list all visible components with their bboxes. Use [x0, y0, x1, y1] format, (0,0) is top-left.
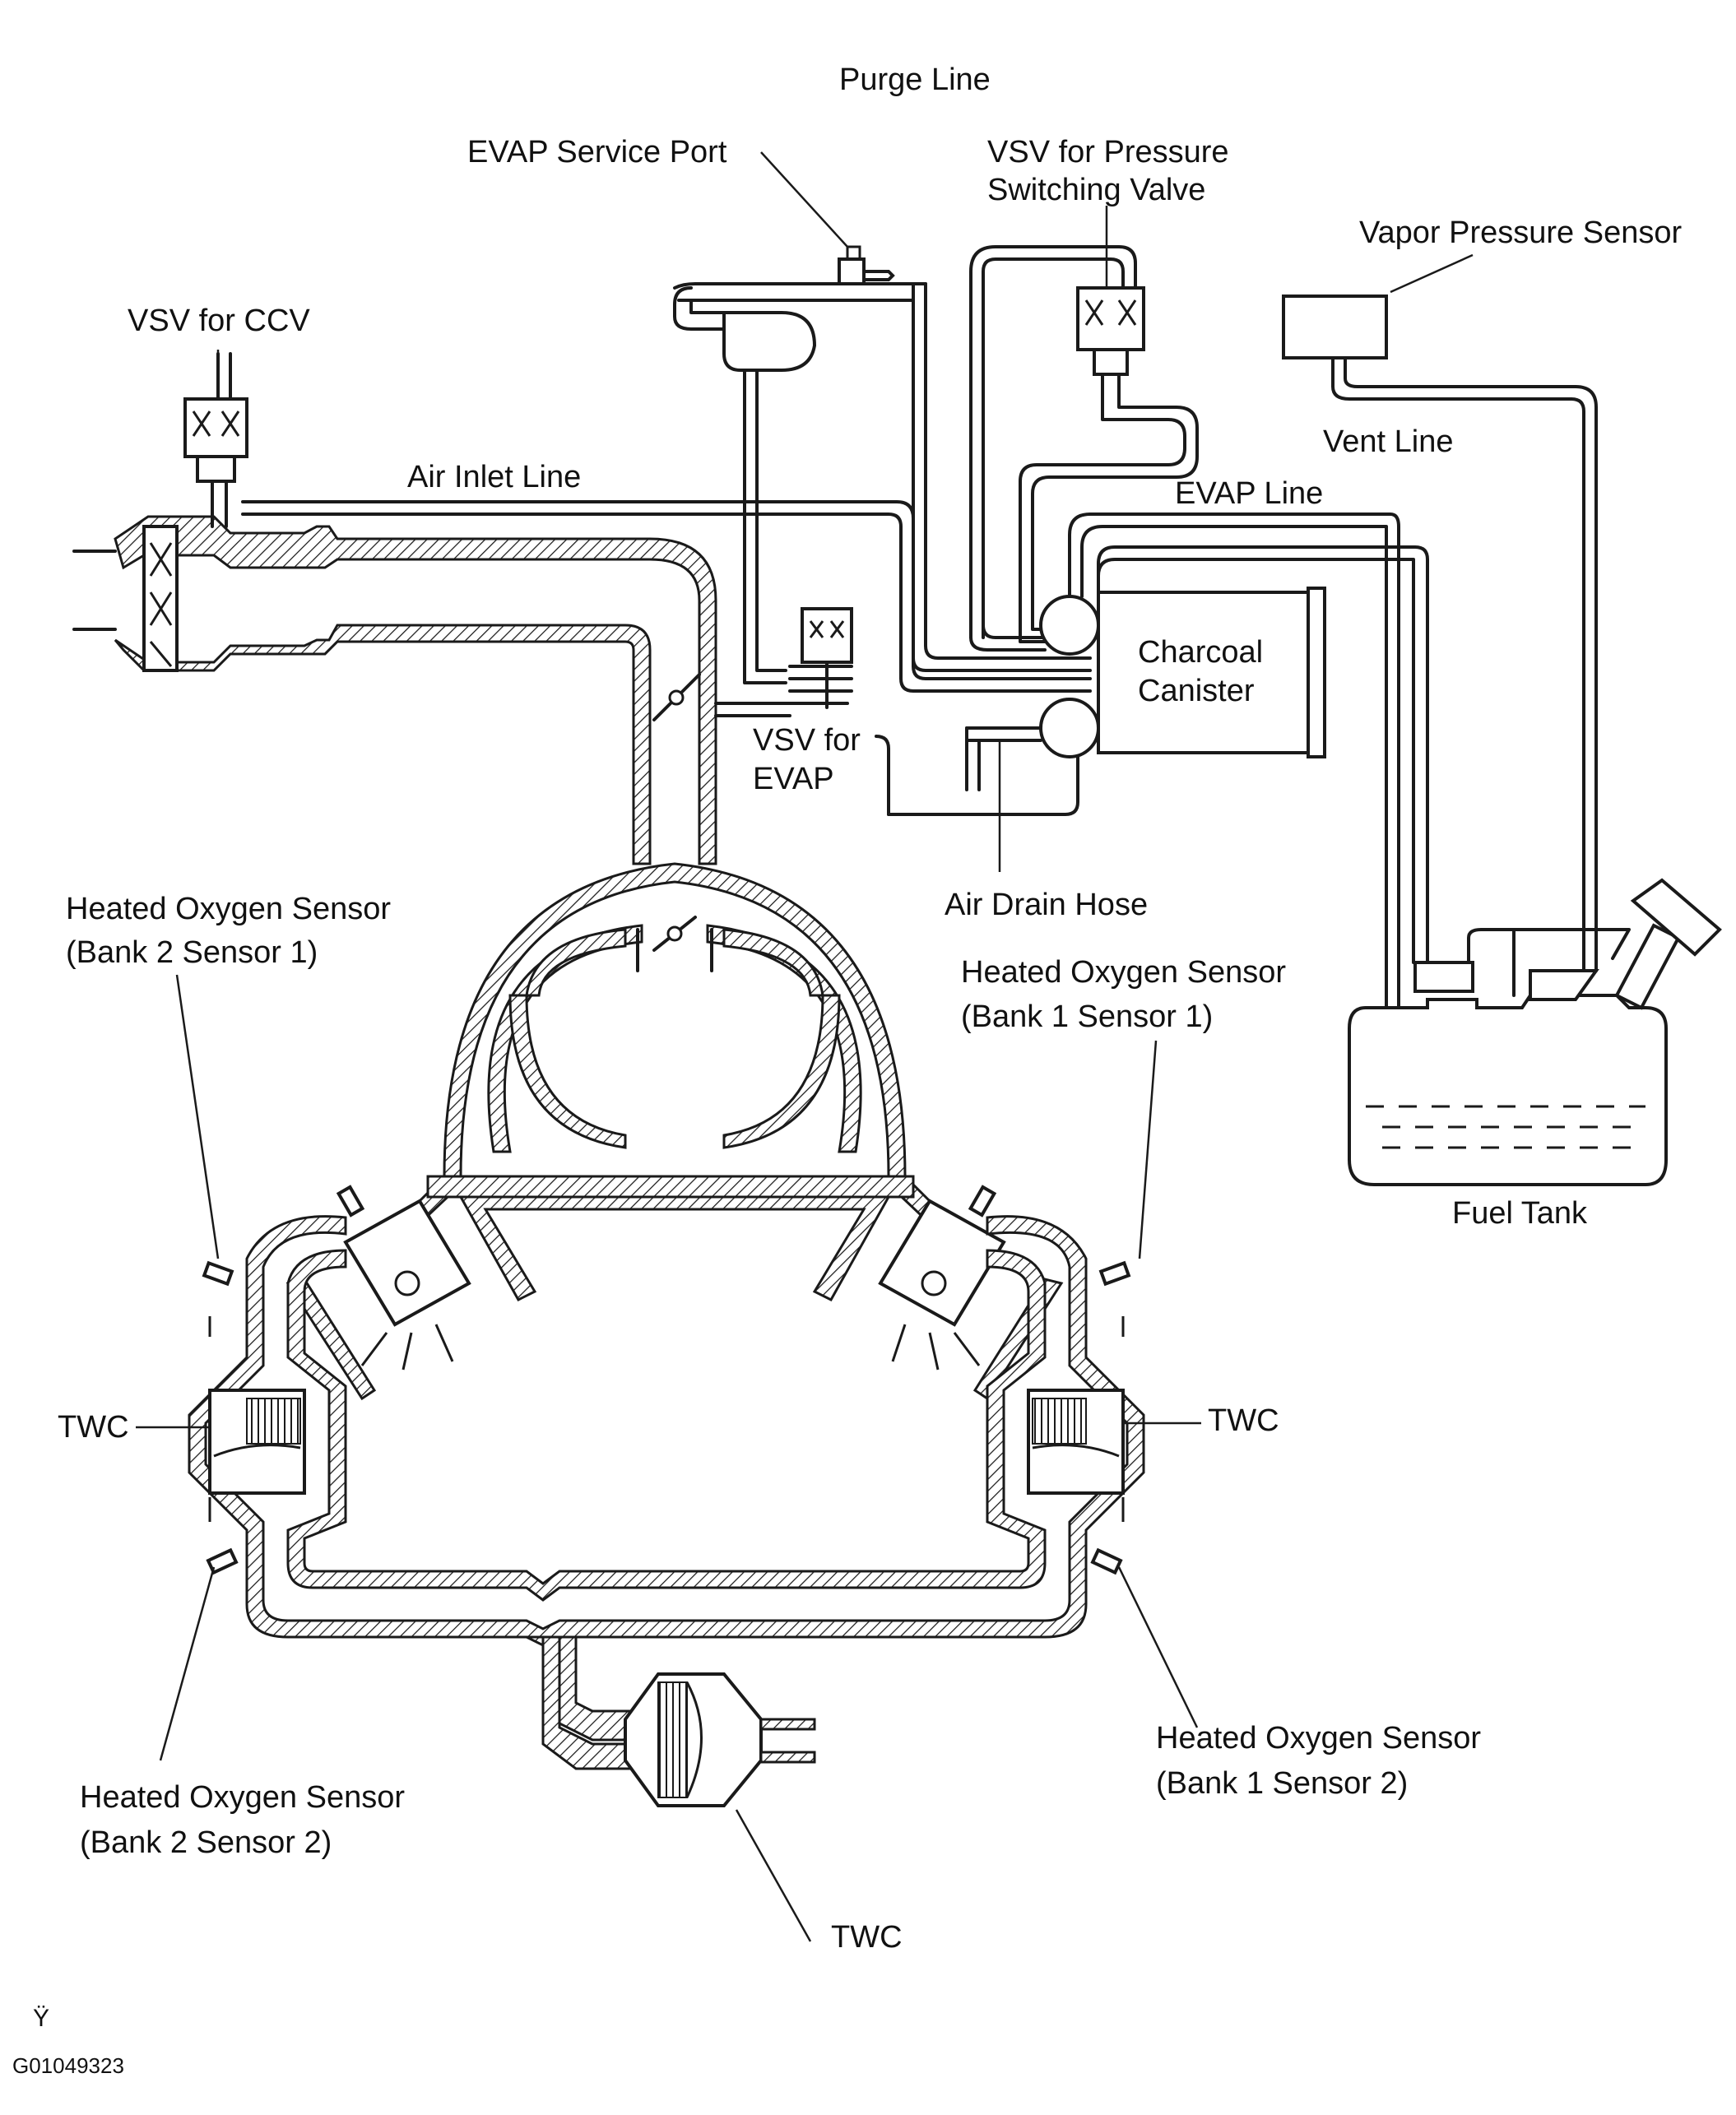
label-ho2s-b2s1-2: (Bank 2 Sensor 1) [66, 935, 318, 970]
label-twc-bottom: TWC [831, 1920, 903, 1955]
label-air-drain-hose: Air Drain Hose [945, 888, 1149, 922]
evap-service-port-icon [838, 245, 895, 285]
engine-block [285, 1195, 1064, 1401]
throttle-valve-icon [652, 673, 701, 721]
label-ho2s-b1s2-1: Heated Oxygen Sensor [1156, 1721, 1482, 1756]
twc-right [1027, 1389, 1125, 1495]
label-vsv-pressure-switching-1: VSV for Pressure [987, 135, 1229, 169]
label-ho2s-b2s2-1: Heated Oxygen Sensor [80, 1780, 406, 1815]
twc-bottom [624, 1672, 763, 1807]
vsv-pressure-switching-valve [1019, 286, 1199, 643]
label-charcoal-canister-1: Charcoal [1138, 635, 1264, 670]
label-vsv-ccv: VSV for CCV [128, 304, 310, 338]
label-ho2s-b1s1-1: Heated Oxygen Sensor [961, 955, 1287, 990]
vsv-ccv [183, 352, 248, 528]
exhaust-system [188, 1215, 1145, 1807]
label-evap-line: EVAP Line [1175, 476, 1324, 511]
purge-chamber [722, 311, 817, 372]
fuel-tank [1348, 878, 1722, 1186]
label-vsv-pressure-switching-2: Switching Valve [987, 173, 1206, 207]
ho2s-b1s1-icon [1098, 1260, 1131, 1287]
twc-left [208, 1389, 306, 1495]
label-vsv-evap-1: VSV for [753, 723, 861, 758]
air-filter-element [142, 525, 179, 672]
ho2s-b2s1-icon [202, 1260, 234, 1287]
label-evap-service-port: EVAP Service Port [467, 135, 727, 169]
evap-plumbing [183, 245, 1722, 1186]
canister-port-lower [1039, 698, 1100, 758]
vsv-evap [788, 607, 853, 709]
oxygen-sensor-icons [202, 1185, 1131, 1575]
canister-port-upper [1039, 595, 1100, 656]
piston-right [878, 1199, 1006, 1371]
label-charcoal-canister-2: Canister [1138, 674, 1255, 708]
intake-plenum [377, 862, 972, 1257]
label-air-inlet-line: Air Inlet Line [407, 460, 582, 494]
label-twc-right: TWC [1208, 1403, 1279, 1438]
air-intake-duct [72, 515, 717, 865]
label-ho2s-b1s2-2: (Bank 1 Sensor 2) [1156, 1766, 1409, 1801]
label-purge-line: Purge Line [839, 63, 991, 97]
figure-code: G01049323 [12, 2053, 124, 2078]
label-fuel-tank: Fuel Tank [1452, 1196, 1588, 1231]
label-twc-left: TWC [58, 1410, 129, 1445]
ho2s-b2s2-icon [206, 1547, 239, 1575]
label-ho2s-b2s1-1: Heated Oxygen Sensor [66, 892, 392, 926]
vapor-pressure-sensor [1282, 295, 1598, 972]
label-vent-line: Vent Line [1323, 424, 1454, 459]
publisher-mark-icon: Ÿ [33, 2005, 50, 2032]
ho2s-b1s2-icon [1090, 1547, 1123, 1575]
label-ho2s-b1s1-2: (Bank 1 Sensor 1) [961, 1000, 1214, 1034]
label-ho2s-b2s2-2: (Bank 2 Sensor 2) [80, 1825, 332, 1860]
piston-left [343, 1199, 471, 1371]
label-vsv-evap-2: EVAP [753, 762, 834, 796]
charcoal-canister [1097, 587, 1326, 758]
label-vapor-pressure-sensor: Vapor Pressure Sensor [1359, 216, 1683, 250]
leader-lines [136, 151, 1474, 1942]
